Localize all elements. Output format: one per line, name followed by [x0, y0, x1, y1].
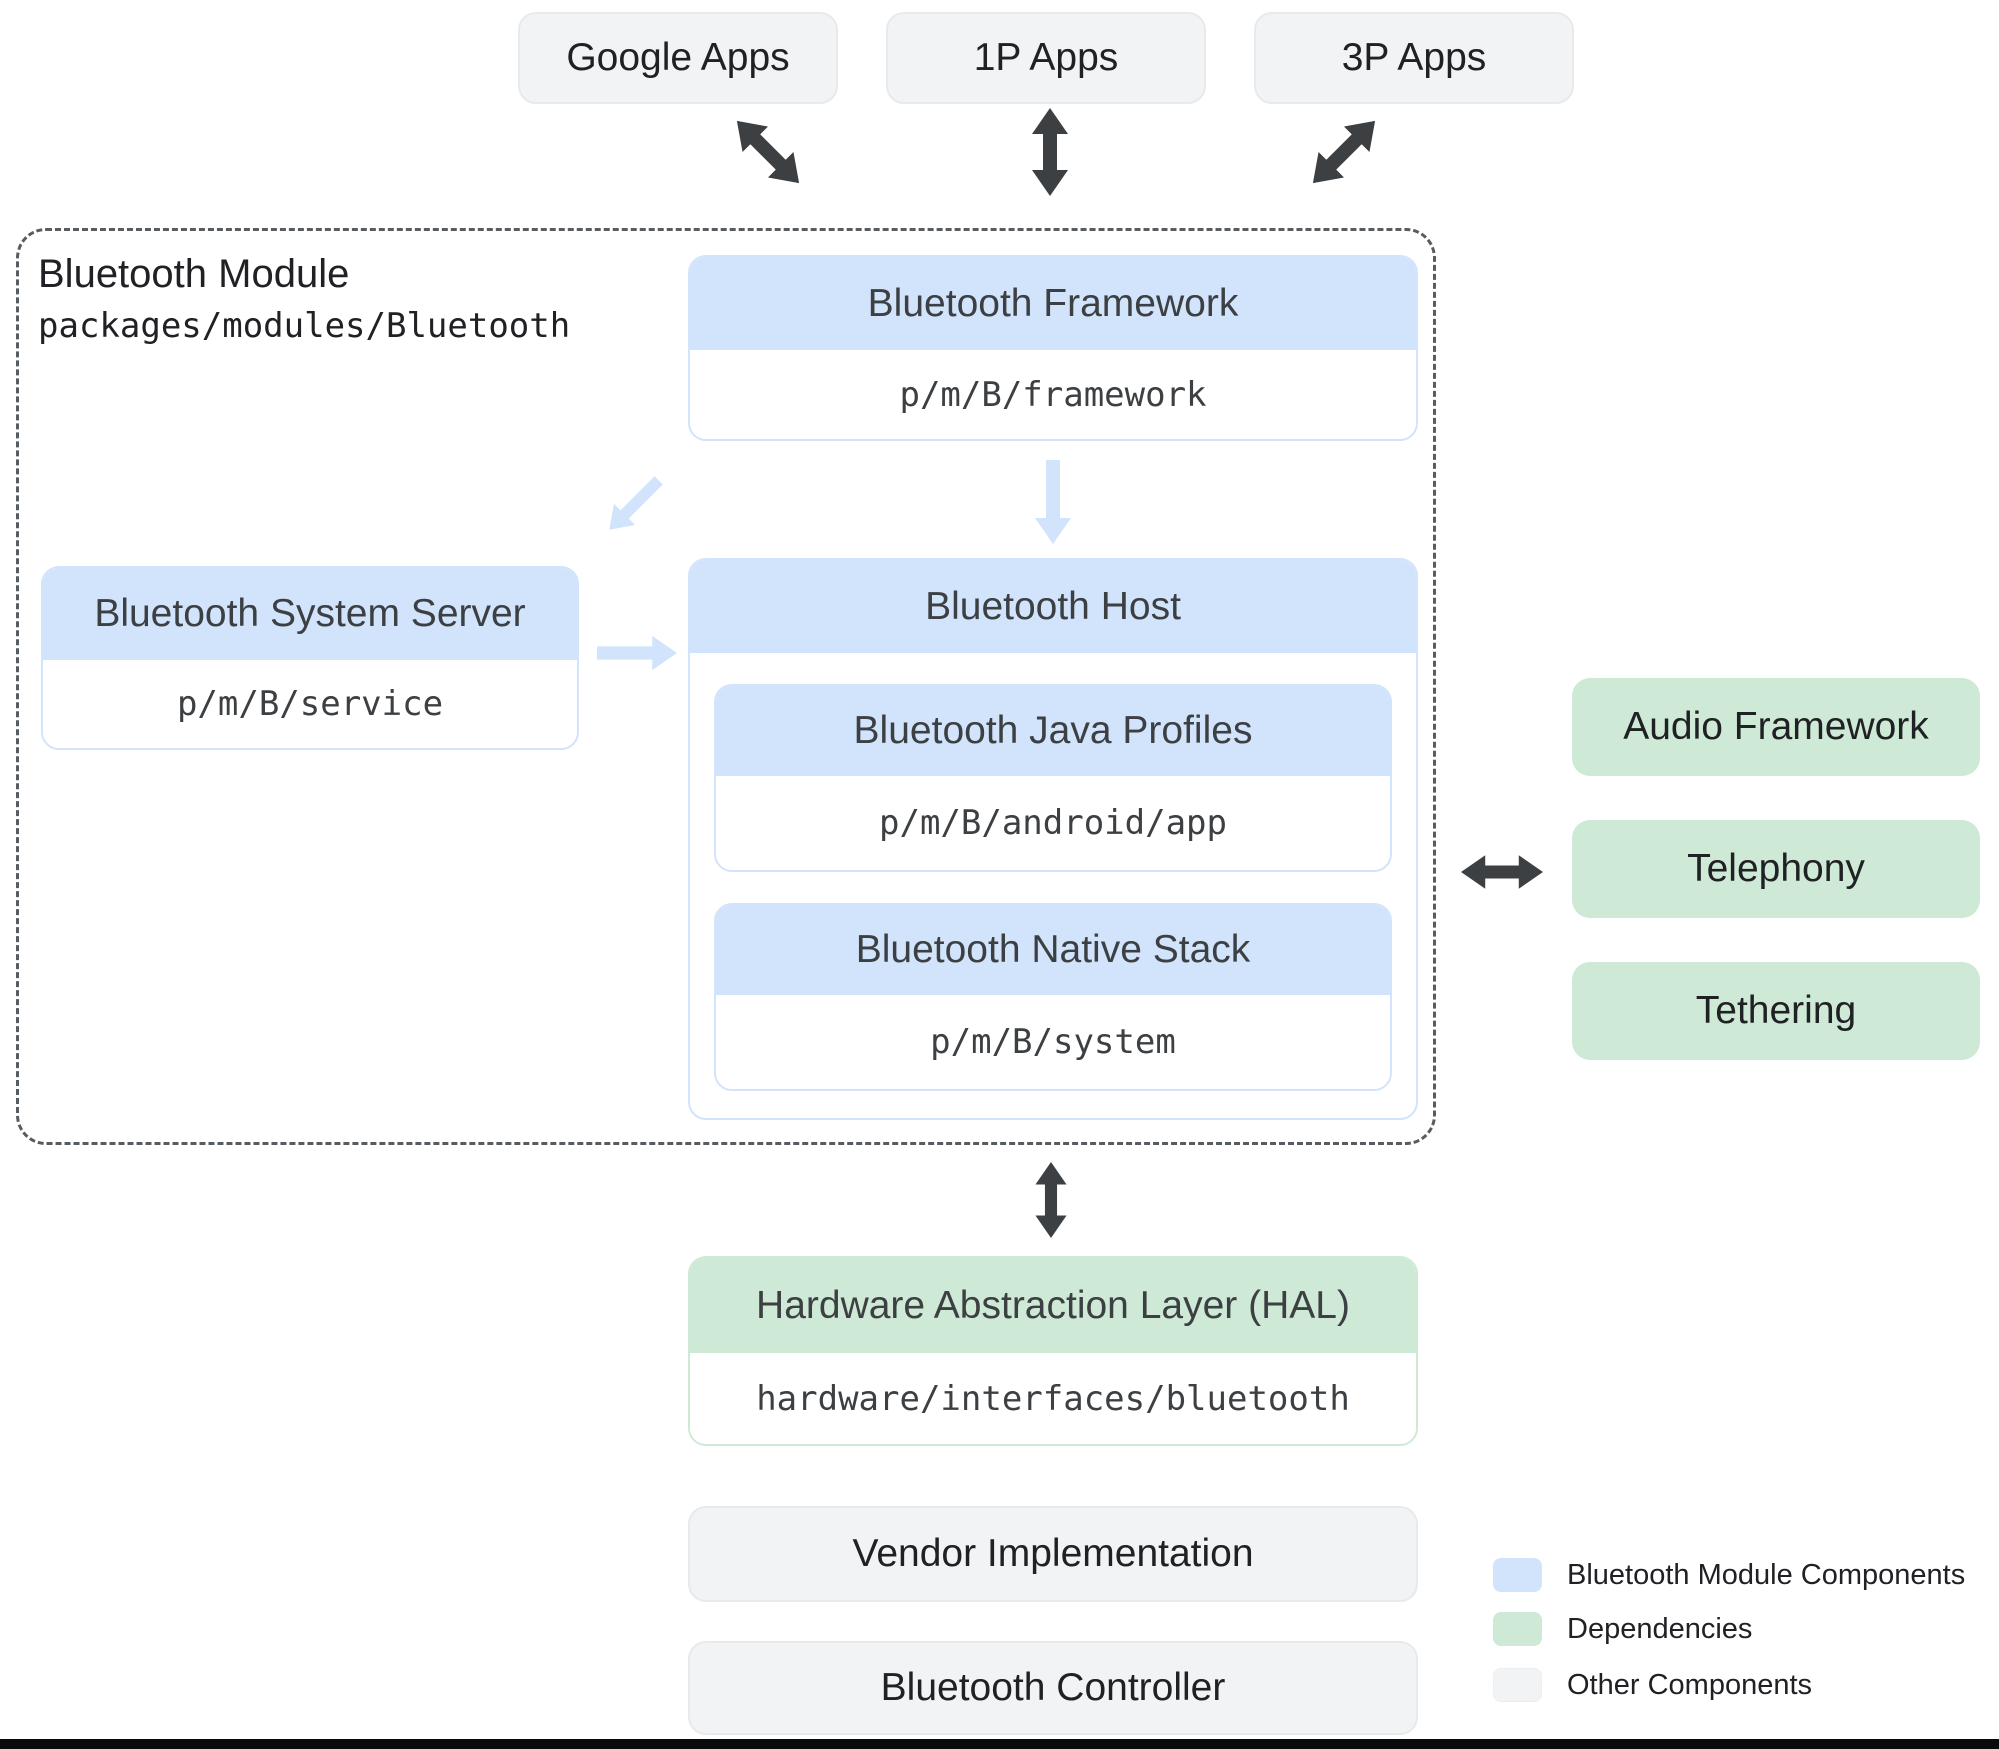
vendor-implementation-label: Vendor Implementation: [852, 1532, 1254, 1575]
bluetooth-system-server-title: Bluetooth System Server: [94, 592, 526, 635]
bluetooth-native-stack-path-text: p/m/B/system: [930, 1022, 1176, 1062]
bluetooth-host-header: Bluetooth Host: [690, 560, 1416, 653]
tethering-box: Tethering: [1572, 962, 1980, 1060]
bluetooth-framework-title: Bluetooth Framework: [867, 281, 1239, 325]
telephony-box: Telephony: [1572, 820, 1980, 918]
bluetooth-native-stack-box: Bluetooth Native Stack p/m/B/system: [714, 903, 1392, 1091]
legend-swatch-module-components: [1493, 1558, 1542, 1592]
bluetooth-system-server-header: Bluetooth System Server: [43, 568, 577, 660]
bluetooth-java-profiles-path-text: p/m/B/android/app: [879, 803, 1227, 843]
framework-to-host-arrow-icon: [1035, 460, 1071, 544]
bluetooth-framework-path-text: p/m/B/framework: [899, 374, 1207, 415]
bluetooth-system-server-box: Bluetooth System Server p/m/B/service: [41, 566, 579, 750]
legend-label-other-components: Other Components: [1567, 1669, 1813, 1701]
google-apps-bidirectional-arrow-icon: [736, 120, 800, 184]
bluetooth-native-stack-body: p/m/B/system: [716, 995, 1390, 1089]
hal-title: Hardware Abstraction Layer (HAL): [756, 1283, 1350, 1327]
hal-header: Hardware Abstraction Layer (HAL): [690, 1258, 1416, 1353]
legend-swatch-other-components: [1493, 1668, 1542, 1702]
bluetooth-module-container: [16, 228, 1436, 1145]
bluetooth-controller-label: Bluetooth Controller: [880, 1666, 1226, 1709]
bluetooth-framework-box: Bluetooth Framework p/m/B/framework: [688, 255, 1418, 441]
bluetooth-native-stack-title: Bluetooth Native Stack: [855, 928, 1251, 971]
3p-apps-box: 3P Apps: [1254, 12, 1574, 104]
legend-swatch-dependencies: [1493, 1612, 1542, 1646]
legend-label-module-components: Bluetooth Module Components: [1567, 1559, 1966, 1591]
hal-box: Hardware Abstraction Layer (HAL) hardwar…: [688, 1256, 1418, 1446]
vendor-implementation-box: Vendor Implementation: [688, 1506, 1418, 1602]
google-apps-label: Google Apps: [566, 36, 790, 79]
1p-apps-box: 1P Apps: [886, 12, 1206, 104]
1p-apps-label: 1P Apps: [973, 36, 1119, 79]
audio-framework-box: Audio Framework: [1572, 678, 1980, 776]
bluetooth-native-stack-header: Bluetooth Native Stack: [716, 905, 1390, 995]
bluetooth-java-profiles-body: p/m/B/android/app: [716, 776, 1390, 870]
bluetooth-host-title: Bluetooth Host: [925, 584, 1181, 628]
module-to-dependencies-arrow-icon: [1461, 855, 1543, 889]
bluetooth-framework-body: p/m/B/framework: [690, 350, 1416, 439]
bluetooth-system-server-body: p/m/B/service: [43, 660, 577, 748]
audio-framework-label: Audio Framework: [1623, 705, 1929, 748]
bluetooth-module-title: Bluetooth Module: [38, 252, 350, 296]
bluetooth-module-path: packages/modules/Bluetooth: [38, 306, 571, 346]
legend-label-dependencies: Dependencies: [1567, 1613, 1753, 1645]
google-apps-box: Google Apps: [518, 12, 838, 104]
bluetooth-java-profiles-box: Bluetooth Java Profiles p/m/B/android/ap…: [714, 684, 1392, 872]
bluetooth-java-profiles-header: Bluetooth Java Profiles: [716, 686, 1390, 776]
tethering-label: Tethering: [1695, 989, 1857, 1032]
bluetooth-java-profiles-title: Bluetooth Java Profiles: [853, 709, 1253, 752]
framework-to-system-server-arrow-icon: [609, 476, 663, 530]
3p-apps-label: 3P Apps: [1341, 36, 1487, 79]
telephony-label: Telephony: [1687, 847, 1865, 890]
system-server-to-host-arrow-icon: [597, 635, 677, 671]
3p-apps-bidirectional-arrow-icon: [1312, 120, 1376, 184]
module-to-hal-arrow-icon: [1035, 1162, 1067, 1238]
bluetooth-framework-header: Bluetooth Framework: [690, 257, 1416, 350]
bluetooth-controller-box: Bluetooth Controller: [688, 1641, 1418, 1735]
bottom-edge-bar: [0, 1739, 1999, 1749]
hal-body: hardware/interfaces/bluetooth: [690, 1353, 1416, 1444]
1p-apps-bidirectional-arrow-icon: [1032, 108, 1068, 196]
hal-path-text: hardware/interfaces/bluetooth: [756, 1378, 1350, 1419]
bluetooth-system-server-path-text: p/m/B/service: [176, 684, 444, 724]
